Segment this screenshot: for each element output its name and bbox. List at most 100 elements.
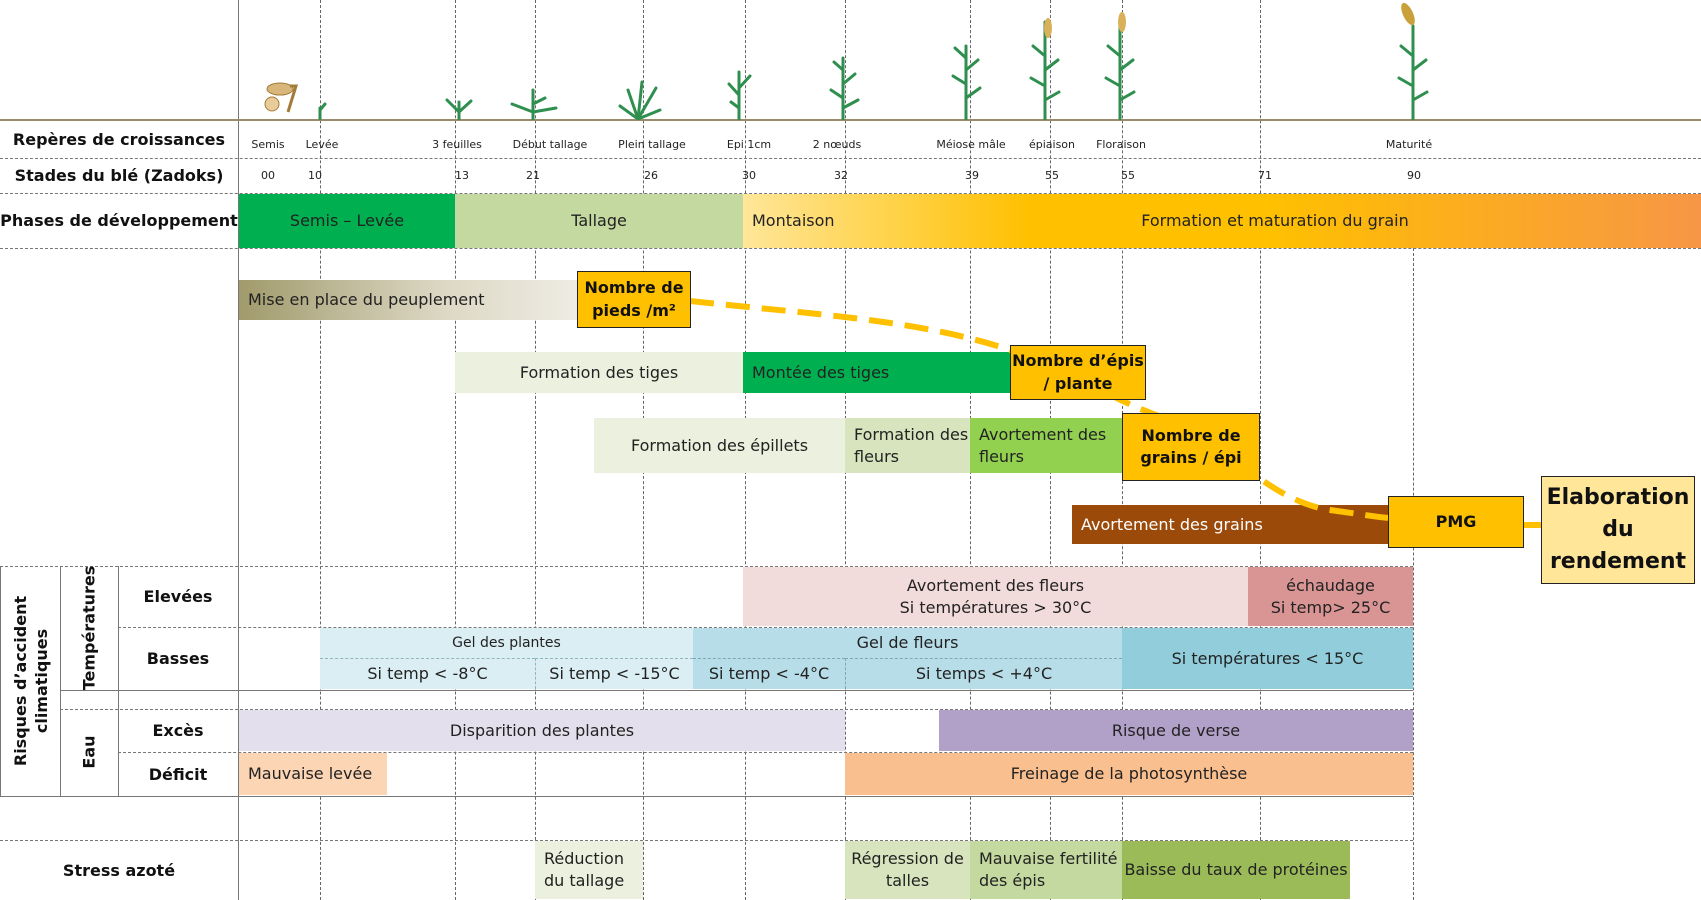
meiosis-icon bbox=[951, 44, 982, 120]
phase-tallage: Tallage bbox=[455, 194, 743, 248]
row-line bbox=[118, 752, 1413, 753]
risk-border bbox=[60, 566, 61, 796]
node-epis: Nombre d’épis / plante bbox=[1010, 345, 1146, 400]
maturity-icon bbox=[1397, 24, 1429, 120]
risk-border bbox=[118, 566, 119, 796]
stress-fertilite: Mauvaise fertilité des épis bbox=[970, 841, 1122, 899]
stage-code: 13 bbox=[455, 169, 469, 182]
stage-name: Maturité bbox=[1385, 138, 1433, 151]
ear-icon bbox=[1401, 2, 1415, 26]
node-rendement: Elaboration du rendement bbox=[1541, 476, 1695, 584]
label-exces: Excès bbox=[152, 721, 204, 740]
bar-avortement-fleurs: Avortement des fleurs bbox=[970, 418, 1122, 473]
guide-line bbox=[535, 0, 536, 900]
node-pmg: PMG bbox=[1388, 496, 1524, 548]
label-temperatures: Températures bbox=[79, 565, 99, 691]
stage-name: Plein tallage bbox=[618, 138, 686, 151]
row-label-stades: Stades du blé (Zadoks) bbox=[14, 166, 224, 185]
risk-text: Avortement des fleurs bbox=[906, 575, 1085, 595]
bar-formation-epillets: Formation des épillets bbox=[594, 418, 845, 473]
guide-line bbox=[1260, 0, 1261, 900]
heading-icon bbox=[1029, 20, 1061, 120]
label-risques: Risques d’accident climatiques bbox=[11, 595, 51, 767]
stage-code: 39 bbox=[965, 169, 979, 182]
stage-code: 32 bbox=[834, 169, 848, 182]
label-stress: Stress azoté bbox=[62, 860, 176, 880]
node-pieds: Nombre de pieds /m² bbox=[577, 271, 691, 328]
risk-border bbox=[0, 566, 1, 796]
left-column-border bbox=[238, 0, 239, 900]
stage-name: 2 nœuds bbox=[812, 138, 862, 151]
label-deficit: Déficit bbox=[148, 764, 208, 784]
guide-line bbox=[455, 0, 456, 900]
risk-gel-fleurs-plus4: Si temps < +4°C bbox=[845, 658, 1122, 689]
stage-name: Levée bbox=[305, 138, 339, 151]
risk-mauvaise-levee: Mauvaise levée bbox=[239, 753, 387, 795]
seed-icon bbox=[264, 82, 299, 113]
bar-avortement-grains: Avortement des grains bbox=[1072, 505, 1392, 544]
risk-gel-fleurs-4: Si temp < -4°C bbox=[693, 658, 845, 689]
stage-name: Epi 1cm bbox=[726, 138, 772, 151]
phase-montaison: Montaison bbox=[752, 211, 835, 231]
stage-code: 30 bbox=[742, 169, 756, 182]
risk-text: Si temp> 25°C bbox=[1270, 597, 1391, 617]
row-line bbox=[118, 627, 1413, 628]
row-label-phases: Phases de développement bbox=[0, 211, 238, 230]
stage-name: Semis bbox=[251, 138, 285, 151]
risk-text: Si températures > 30°C bbox=[899, 597, 1092, 617]
risk-avortement-fleurs: Avortement des fleurs Si températures > … bbox=[743, 567, 1248, 626]
guide-line bbox=[320, 0, 321, 900]
stage-code: 55 bbox=[1045, 169, 1059, 182]
bar-montee-tiges: Montée des tiges bbox=[743, 352, 1013, 393]
stage-code: 90 bbox=[1407, 169, 1421, 182]
stress-regression: Régression de talles bbox=[845, 841, 970, 899]
row-line bbox=[60, 690, 1413, 691]
three-leaves-icon bbox=[445, 98, 473, 120]
row-line bbox=[0, 566, 1413, 567]
stage-code: 55 bbox=[1121, 169, 1135, 182]
label-basses: Basses bbox=[146, 649, 210, 668]
stress-reduction: Réduction du tallage bbox=[535, 841, 643, 899]
phase-montaison-formation bbox=[743, 194, 1701, 248]
epi-1cm-icon bbox=[727, 70, 752, 120]
stage-code: 10 bbox=[308, 169, 322, 182]
risk-freinage: Freinage de la photosynthèse bbox=[845, 753, 1413, 795]
stage-name: Méiose mâle bbox=[936, 138, 1006, 151]
row-line bbox=[0, 158, 1701, 159]
ground-line bbox=[0, 119, 1701, 121]
bar-formation-fleurs: Formation des fleurs bbox=[845, 418, 970, 473]
risk-gel-plantes-15: Si temp < -15°C bbox=[535, 658, 693, 689]
stage-code: 21 bbox=[526, 169, 540, 182]
row-line bbox=[0, 796, 1413, 797]
bar-formation-tiges: Formation des tiges bbox=[455, 352, 743, 393]
stage-code: 26 bbox=[644, 169, 658, 182]
risk-disparition: Disparition des plantes bbox=[239, 710, 845, 751]
ear-icon bbox=[1118, 12, 1126, 32]
stress-proteines: Baisse du taux de protéines bbox=[1122, 841, 1350, 899]
label-elevees: Elevées bbox=[143, 587, 213, 606]
label-eau: Eau bbox=[79, 735, 99, 769]
row-line bbox=[0, 248, 1701, 249]
stage-name: épiaison bbox=[1028, 138, 1076, 151]
phase-formation-grain: Formation et maturation du grain bbox=[1141, 211, 1409, 231]
early-tillering-icon bbox=[510, 88, 558, 120]
row-label-reperes: Repères de croissances bbox=[12, 130, 226, 149]
stage-name: Floraison bbox=[1096, 138, 1146, 151]
row-line bbox=[60, 709, 1413, 710]
risk-gel-plantes-8: Si temp < -8°C bbox=[320, 658, 535, 689]
phase-semis-levee: Semis – Levée bbox=[239, 194, 455, 248]
guide-line bbox=[1413, 248, 1414, 900]
risk-echaudage: échaudage Si temp> 25°C bbox=[1248, 567, 1413, 626]
risk-verse: Risque de verse bbox=[939, 710, 1413, 751]
bar-peuplement: Mise en place du peuplement bbox=[239, 280, 579, 320]
risk-basses-15: Si températures < 15°C bbox=[1122, 628, 1413, 689]
row-line bbox=[0, 840, 1413, 841]
stage-code: 71 bbox=[1258, 169, 1272, 182]
full-tillering-icon bbox=[618, 80, 662, 120]
row-line bbox=[0, 193, 1701, 194]
risk-text: échaudage bbox=[1286, 575, 1375, 595]
risk-gel-fleurs: Gel de fleurs bbox=[693, 628, 1122, 658]
risk-gel-plantes: Gel des plantes bbox=[320, 628, 693, 658]
sprout-icon bbox=[318, 102, 327, 120]
